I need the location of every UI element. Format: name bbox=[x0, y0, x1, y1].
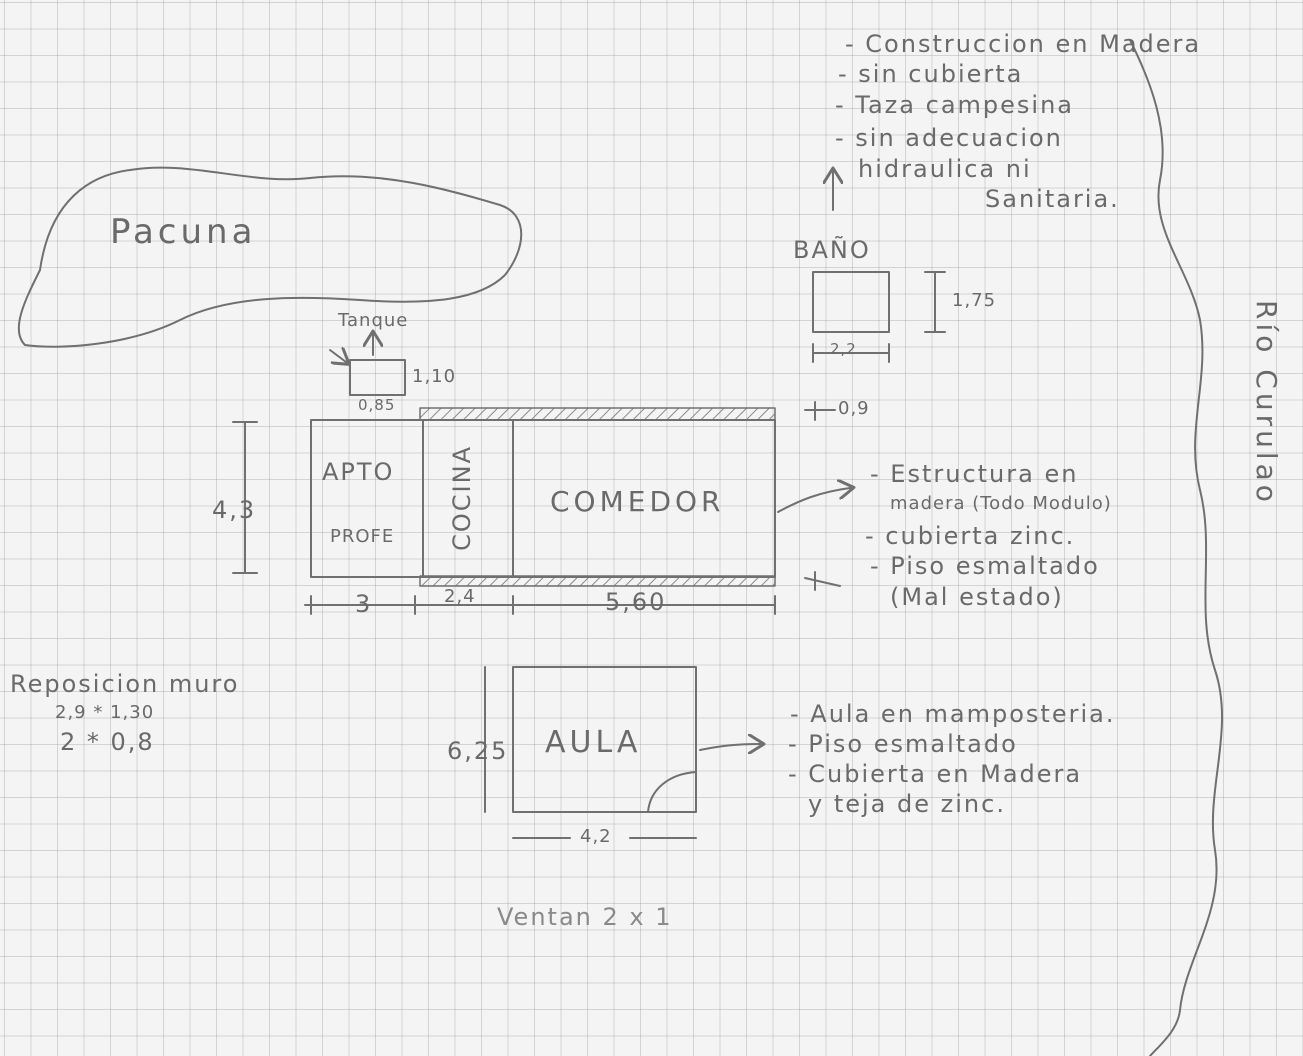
room-apto: APTO bbox=[322, 458, 395, 486]
bano-note-3: - Taza campesina bbox=[835, 91, 1074, 119]
aula-door-arc bbox=[647, 771, 697, 813]
bano-note-4: - sin adecuacion bbox=[835, 124, 1063, 152]
aula-box bbox=[512, 666, 697, 813]
dim-2-4: 2,4 bbox=[444, 586, 476, 607]
aula-note-1: - Aula en mamposteria. bbox=[790, 700, 1116, 728]
bottom-dim-line bbox=[804, 577, 841, 587]
reposicion-note-1: Reposicion muro bbox=[10, 670, 240, 698]
room-comedor: COMEDOR bbox=[550, 485, 725, 518]
cover-dim: 0,9 bbox=[838, 398, 870, 419]
aula-note-3: - Cubierta en Madera bbox=[788, 760, 1083, 788]
ventana-note: Ventan 2 x 1 bbox=[497, 903, 673, 931]
laguna-label: Pacuna bbox=[110, 212, 257, 252]
bano-box bbox=[812, 271, 890, 333]
rio-label: Río Curulao bbox=[1250, 300, 1283, 506]
river-line bbox=[1129, 39, 1223, 1056]
lagoon-outline bbox=[17, 166, 523, 348]
dim-5-60: 5,60 bbox=[605, 588, 667, 616]
estructura-arrow bbox=[777, 488, 850, 513]
estructura-note-1: - Estructura en bbox=[870, 460, 1079, 488]
reposicion-note-3: 2 * 0,8 bbox=[60, 728, 155, 756]
bano-dim-h: 1,75 bbox=[952, 290, 997, 311]
estructura-note-5: (Mal estado) bbox=[890, 583, 1064, 611]
tanque-dim-h: 1,10 bbox=[412, 366, 457, 387]
bano-note-5: hidraulica ni bbox=[858, 155, 1032, 183]
tanque-label: Tanque bbox=[338, 310, 409, 331]
room-profe: PROFE bbox=[330, 526, 395, 547]
aula-dim-h: 6,25 bbox=[447, 737, 509, 765]
aula-label: AULA bbox=[545, 725, 642, 760]
tanque-box bbox=[349, 359, 406, 396]
bano-note-6: Sanitaria. bbox=[985, 185, 1120, 213]
estructura-note-4: - Piso esmaltado bbox=[870, 552, 1100, 580]
aula-dim-w: 4,2 bbox=[580, 826, 612, 847]
tanque-dim-w: 0,85 bbox=[358, 396, 396, 414]
reposicion-note-2: 2,9 * 1,30 bbox=[55, 702, 155, 723]
estructura-note-2: madera (Todo Modulo) bbox=[890, 493, 1112, 514]
bano-note-1: - Construccion en Madera bbox=[845, 30, 1202, 58]
tanque-pointer bbox=[329, 350, 346, 362]
aula-note-2: - Piso esmaltado bbox=[788, 730, 1018, 758]
bano-note-2: - sin cubierta bbox=[838, 60, 1024, 88]
bano-dim-w: 2,2 bbox=[830, 340, 857, 358]
estructura-note-3: - cubierta zinc. bbox=[865, 522, 1076, 550]
main-building bbox=[310, 419, 776, 578]
aula-note-4: y teja de zinc. bbox=[808, 790, 1006, 818]
dim-3: 3 bbox=[355, 590, 373, 618]
main-height-dim: 4,3 bbox=[212, 496, 257, 524]
hatch-top bbox=[419, 407, 776, 421]
room-cocina: COCINA bbox=[448, 445, 476, 551]
bano-label: BAÑO bbox=[793, 236, 871, 264]
aula-arrow bbox=[699, 744, 760, 750]
